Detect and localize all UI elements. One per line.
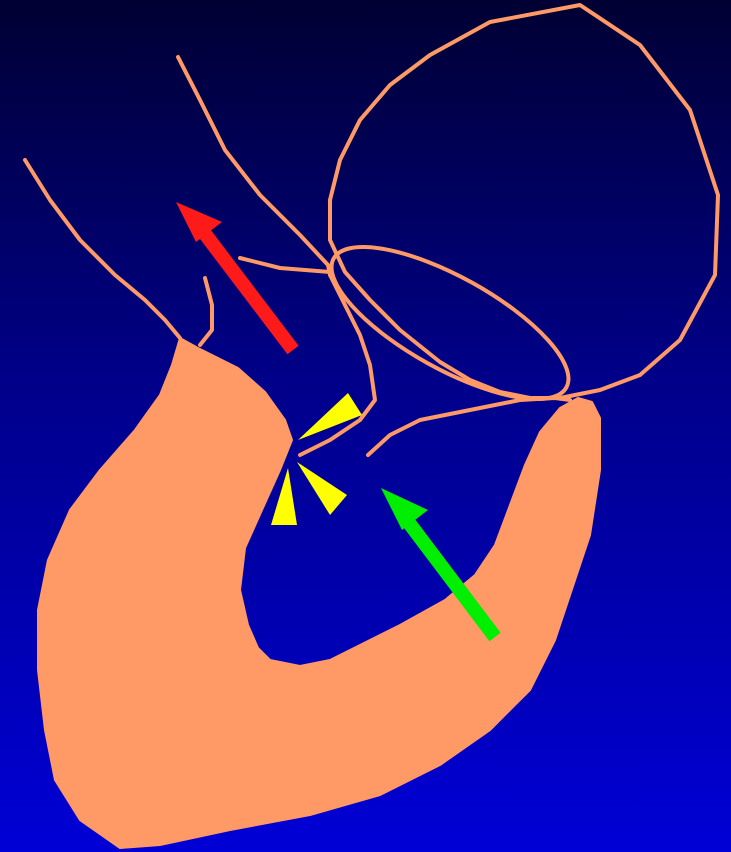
diagram-canvas [0, 0, 731, 852]
diagram-slide [0, 0, 731, 852]
